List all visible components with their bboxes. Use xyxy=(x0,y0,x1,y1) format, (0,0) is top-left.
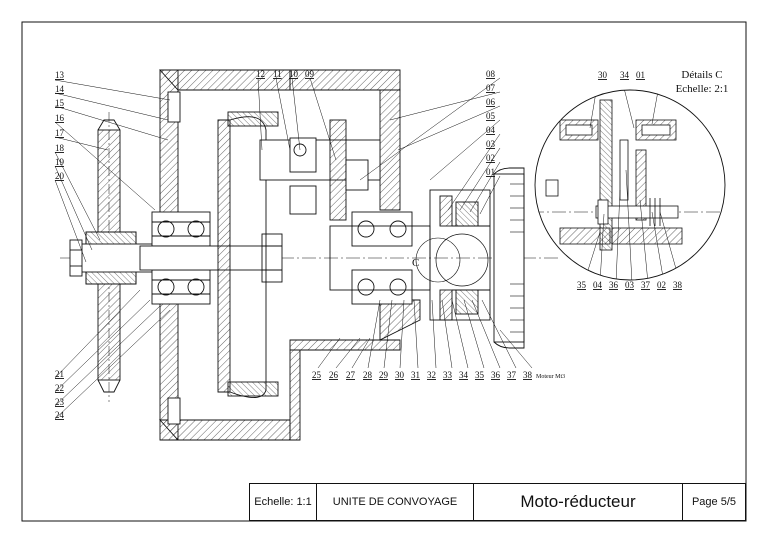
detail-label-34: 34 xyxy=(620,70,630,80)
label-25: 25 xyxy=(312,370,322,380)
detail-title: Détails C xyxy=(681,69,722,81)
detail-c-marker-circle xyxy=(415,237,461,283)
label-09: 09 xyxy=(305,69,315,79)
label-35: 35 xyxy=(475,370,485,380)
label-02: 02 xyxy=(486,153,495,163)
label-26: 26 xyxy=(329,370,339,380)
title-block-unit: UNITE DE CONVOYAGE xyxy=(316,483,474,521)
label-04: 04 xyxy=(486,125,496,135)
label-34: 34 xyxy=(459,370,469,380)
label-12: 12 xyxy=(256,69,265,79)
label-29: 29 xyxy=(379,370,389,380)
label-23: 23 xyxy=(55,397,65,407)
detail-label-02: 02 xyxy=(657,280,666,290)
label-24: 24 xyxy=(55,410,65,420)
label-06: 06 xyxy=(486,97,496,107)
detail-label-30: 30 xyxy=(598,70,608,80)
label-20: 20 xyxy=(55,171,65,181)
label-22: 22 xyxy=(55,383,64,393)
label-08: 08 xyxy=(486,69,496,79)
detail-c-view xyxy=(534,89,726,281)
label-19: 19 xyxy=(55,157,65,167)
label-10: 10 xyxy=(289,69,299,79)
label-05: 05 xyxy=(486,111,496,121)
detail-label-36: 36 xyxy=(609,280,619,290)
label-03: 03 xyxy=(486,139,496,149)
detail-label-03: 03 xyxy=(625,280,635,290)
detail-label-37: 37 xyxy=(641,280,651,290)
label-15: 15 xyxy=(55,98,65,108)
label-36: 36 xyxy=(491,370,501,380)
drawing-frame xyxy=(21,21,747,522)
title-block-scale: Echelle: 1:1 xyxy=(249,483,317,521)
title-block-page: Page 5/5 xyxy=(682,483,746,521)
detail-label-38: 38 xyxy=(673,280,683,290)
detail-label-01: 01 xyxy=(636,70,645,80)
label-31: 31 xyxy=(411,370,420,380)
label-21: 21 xyxy=(55,369,64,379)
label-11: 11 xyxy=(273,69,282,79)
label-16: 16 xyxy=(55,113,65,123)
detail-scale: Echelle: 2:1 xyxy=(676,83,729,95)
detail-label-35: 35 xyxy=(577,280,587,290)
label-01: 01 xyxy=(486,167,495,177)
label-28: 28 xyxy=(363,370,373,380)
label-38: 38 xyxy=(523,370,533,380)
label-13: 13 xyxy=(55,70,65,80)
main-assembly-view xyxy=(54,69,560,441)
label-27: 27 xyxy=(346,370,356,380)
label-18: 18 xyxy=(55,143,65,153)
label-17: 17 xyxy=(55,128,65,138)
motor-label: Moteur Mt3 xyxy=(536,374,565,380)
label-33: 33 xyxy=(443,370,453,380)
title-block-title: Moto-réducteur xyxy=(473,483,683,521)
section-mark-c: C xyxy=(412,257,419,269)
label-07: 07 xyxy=(486,83,496,93)
label-37: 37 xyxy=(507,370,517,380)
label-30: 30 xyxy=(395,370,405,380)
left-bearings xyxy=(151,211,211,305)
label-32: 32 xyxy=(427,370,436,380)
label-14: 14 xyxy=(55,84,65,94)
detail-label-04: 04 xyxy=(593,280,603,290)
